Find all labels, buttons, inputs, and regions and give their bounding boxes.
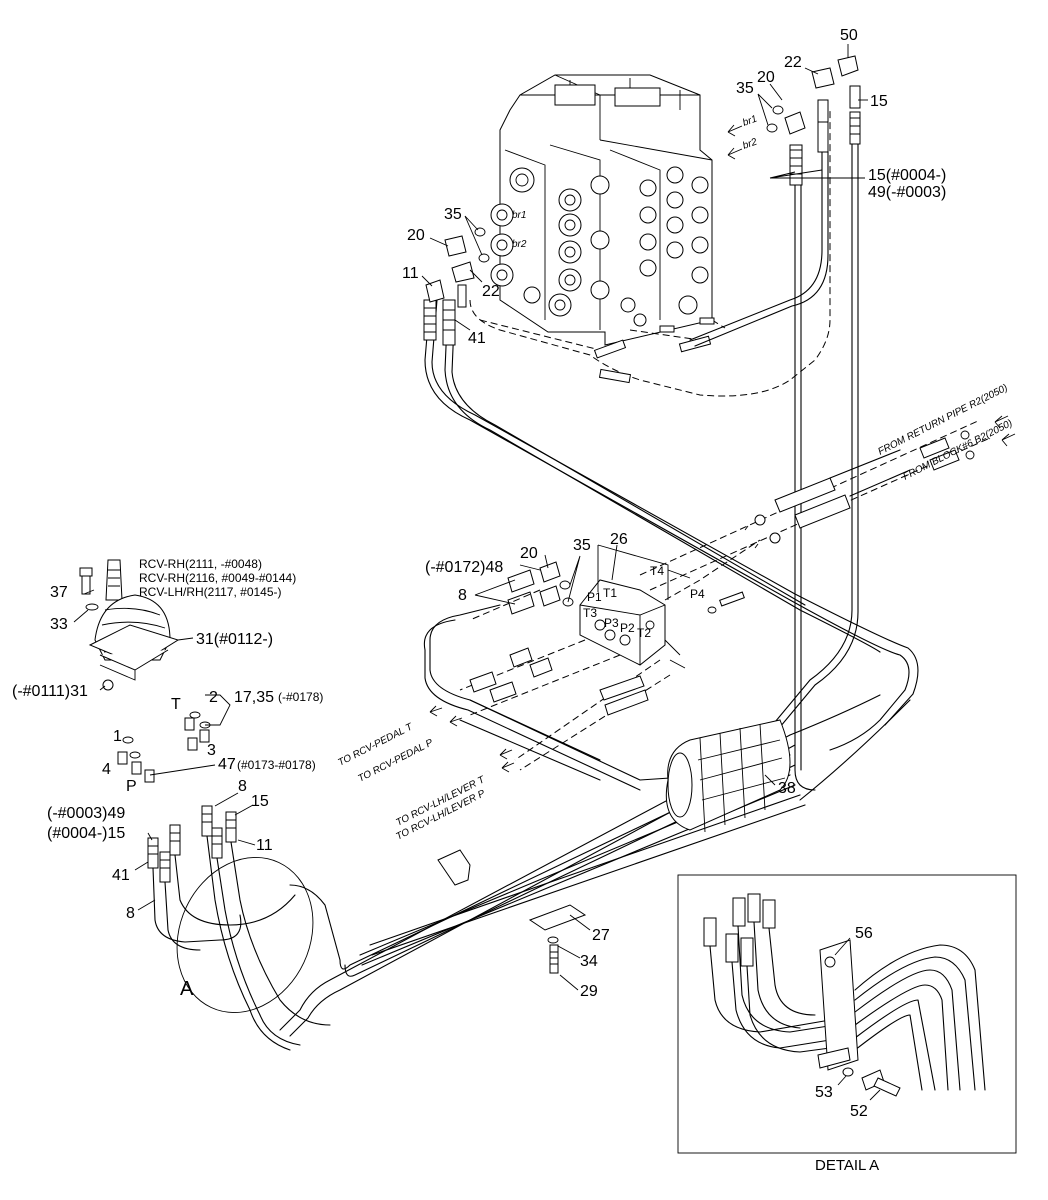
port-t1: T1 bbox=[603, 586, 617, 600]
top-right-fittings bbox=[766, 55, 861, 186]
label-49-lower: (-#0003)49 bbox=[47, 805, 125, 822]
hoses-right bbox=[689, 143, 859, 791]
pedal-fittings bbox=[429, 647, 649, 773]
clamp-38 bbox=[665, 719, 791, 833]
pilot-fittings bbox=[593, 317, 715, 384]
label-22-valve: 22 bbox=[482, 283, 500, 300]
label-1: 1 bbox=[113, 728, 122, 745]
detail-a-marker bbox=[176, 857, 314, 1013]
port-t2: T2 bbox=[637, 626, 651, 640]
label-34: 34 bbox=[580, 953, 598, 970]
label-50: 50 bbox=[840, 27, 858, 44]
label-br1: br1 bbox=[741, 114, 758, 129]
label-49-serial: 49(-#0003) bbox=[868, 184, 946, 201]
label-53: 53 bbox=[815, 1084, 833, 1101]
label-15: 15 bbox=[870, 93, 888, 110]
label-33: 33 bbox=[50, 616, 68, 633]
label-41-lower: 41 bbox=[112, 867, 130, 884]
label-48: (-#0172)48 bbox=[425, 559, 503, 576]
label-35-block: 35 bbox=[573, 537, 591, 554]
port-p2: P2 bbox=[620, 621, 635, 635]
label-26: 26 bbox=[610, 531, 628, 548]
label-20: 20 bbox=[757, 69, 775, 86]
label-8-lower: 8 bbox=[238, 778, 247, 795]
distribution-block bbox=[507, 544, 745, 669]
label-35-valve: 35 bbox=[444, 206, 462, 223]
label-17-35: 17,35 bbox=[234, 689, 274, 706]
label-4: 4 bbox=[102, 761, 111, 778]
label-31-old: (-#0111)31 bbox=[12, 683, 88, 700]
label-br2-port: br2 bbox=[512, 239, 527, 250]
pipe-bundle bbox=[279, 604, 911, 1037]
port-p4: P4 bbox=[690, 587, 705, 601]
port-p1: P1 bbox=[587, 590, 602, 604]
detail-a-view bbox=[677, 874, 1017, 1154]
label-15-lower: (#0004-)15 bbox=[47, 825, 125, 842]
br-arrows bbox=[727, 124, 743, 160]
rcv-joystick bbox=[79, 559, 180, 691]
right-inlets bbox=[639, 415, 1016, 591]
label-3: 3 bbox=[207, 742, 216, 759]
label-rcv-1: RCV-RH(2111, -#0048) bbox=[139, 557, 262, 571]
label-8-block: 8 bbox=[458, 587, 467, 604]
port-t4: T4 bbox=[650, 564, 664, 578]
small-fittings bbox=[117, 711, 211, 783]
label-22: 22 bbox=[784, 54, 802, 71]
valve-left-fittings bbox=[444, 227, 490, 308]
label-47-serial: (#0173-#0178) bbox=[237, 758, 316, 772]
label-17-serial: (-#0178) bbox=[278, 690, 323, 704]
main-control-valve bbox=[490, 74, 713, 346]
label-15-lower-2: 15 bbox=[251, 793, 269, 810]
label-47: 47 bbox=[218, 756, 236, 773]
label-35: 35 bbox=[736, 80, 754, 97]
lower-left-hoses bbox=[147, 805, 331, 1051]
label-37: 37 bbox=[50, 584, 68, 601]
label-56: 56 bbox=[855, 925, 873, 942]
detail-a-caption: DETAIL A bbox=[815, 1157, 879, 1174]
label-11-valve: 11 bbox=[402, 265, 419, 282]
label-11-lower: 11 bbox=[256, 837, 273, 854]
port-t3: T3 bbox=[583, 606, 597, 620]
port-p3: P3 bbox=[604, 616, 619, 630]
leader-lines bbox=[73, 44, 881, 1101]
label-rcv-3: RCV-LH/RH(2117, #0145-) bbox=[139, 585, 282, 599]
label-29: 29 bbox=[580, 983, 598, 1000]
label-41-valve: 41 bbox=[468, 330, 486, 347]
label-31-new: 31(#0112-) bbox=[196, 631, 273, 648]
label-20-block: 20 bbox=[520, 545, 538, 562]
label-p: P bbox=[126, 778, 137, 795]
label-38: 38 bbox=[778, 780, 796, 797]
label-t: T bbox=[171, 696, 181, 713]
label-52: 52 bbox=[850, 1103, 868, 1120]
label-rcv-2: RCV-RH(2116, #0049-#0144) bbox=[139, 571, 296, 585]
label-br1-port: br1 bbox=[512, 210, 526, 221]
bracket-27 bbox=[437, 849, 587, 974]
label-27: 27 bbox=[592, 927, 610, 944]
hoses-left-valve bbox=[423, 279, 919, 751]
label-2: 2 bbox=[209, 689, 218, 706]
label-15-serial: 15(#0004-) bbox=[868, 167, 946, 184]
label-a: A bbox=[180, 978, 194, 1000]
label-8-lower-2: 8 bbox=[126, 905, 135, 922]
label-20-valve: 20 bbox=[407, 227, 425, 244]
label-br2: br2 bbox=[741, 136, 759, 151]
